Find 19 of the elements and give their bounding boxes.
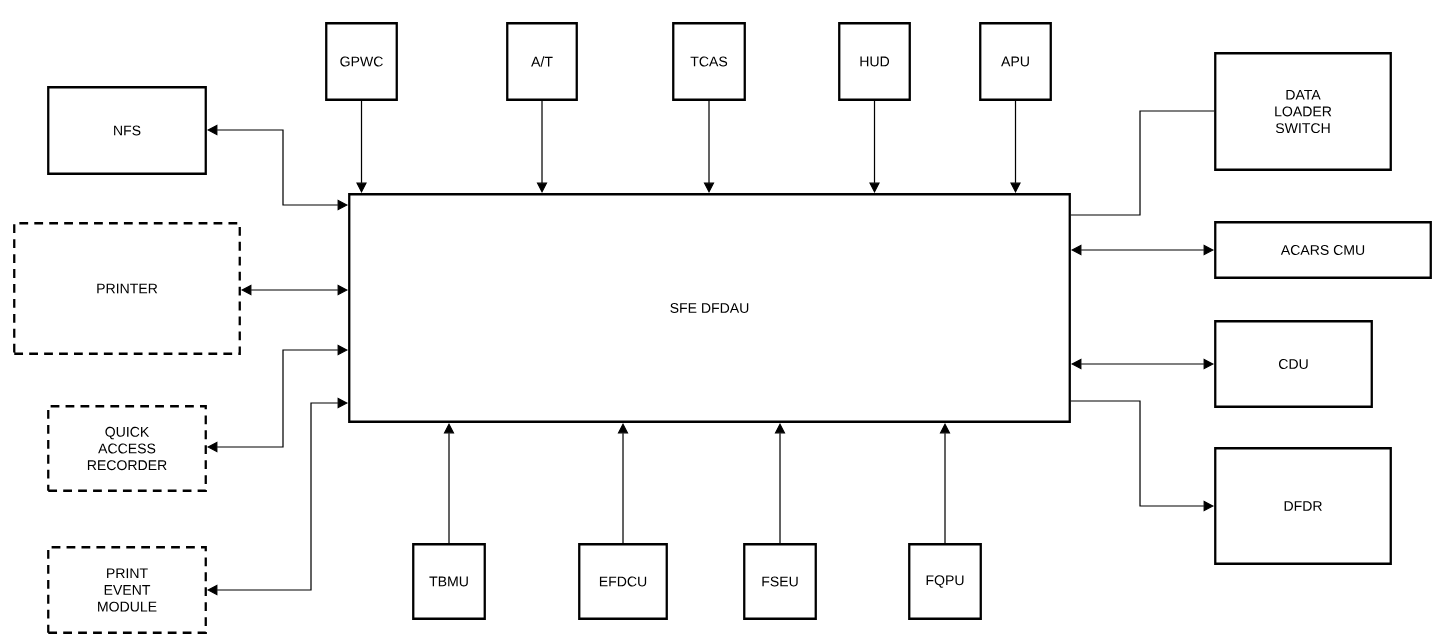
- unit-box: DATA LOADER SWITCH: [1214, 52, 1392, 171]
- optional-unit-box: QUICK ACCESS RECORDER: [47, 405, 207, 492]
- unit-box: TBMU: [412, 543, 486, 620]
- unit-box: FSEU: [743, 543, 817, 620]
- unit-box: APU: [979, 22, 1052, 101]
- unit-box: NFS: [47, 86, 207, 175]
- unit-box: HUD: [838, 22, 911, 101]
- unit-box: A/T: [506, 22, 578, 101]
- unit-box: EFDCU: [578, 543, 668, 620]
- optional-unit-box: PRINTER: [13, 222, 241, 355]
- optional-unit-box: PRINT EVENT MODULE: [47, 546, 207, 634]
- unit-box: TCAS: [672, 22, 746, 101]
- main-unit-box: SFE DFDAU: [348, 193, 1071, 423]
- unit-box: DFDR: [1214, 447, 1392, 565]
- connector-line: [1070, 110, 1215, 216]
- unit-box: ACARS CMU: [1214, 221, 1432, 279]
- unit-box: FQPU: [908, 543, 982, 620]
- unit-box: CDU: [1214, 320, 1373, 408]
- unit-box: GPWC: [325, 22, 398, 101]
